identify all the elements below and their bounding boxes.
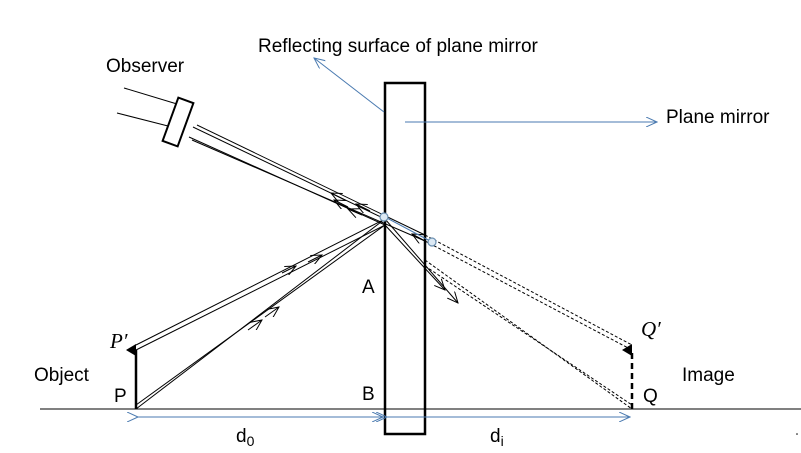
virtual-point-marker [427,237,437,247]
observer-sightline-bottom [116,112,169,127]
observer-eyepiece [161,96,195,148]
reflecting-surface-label: Reflecting surface of plane mirror [258,36,539,57]
object-label: Object [34,365,90,386]
di-label: di [490,426,504,449]
point-q-prime-label: Q′ [641,317,661,341]
marker-connector [384,216,433,243]
plane-mirror-label: Plane mirror [666,107,770,128]
point-b-label: B [362,384,375,405]
plane-mirror [383,81,427,436]
d0-label: d0 [236,426,255,449]
virtual-rays [424,234,633,410]
point-p-prime-label: P′ [109,329,128,353]
point-a-label: A [362,277,375,298]
observer-sightline-top [123,87,178,105]
observer-label: Observer [106,56,185,77]
stray-dot [796,433,798,435]
point-q-label: Q [643,386,658,407]
image-label: Image [682,365,735,386]
extended-rays [384,218,458,303]
point-p-label: P [114,386,127,407]
reflecting-surface-pointer [314,58,385,113]
incident-rays [135,218,386,410]
reflection-point-marker [379,212,389,222]
